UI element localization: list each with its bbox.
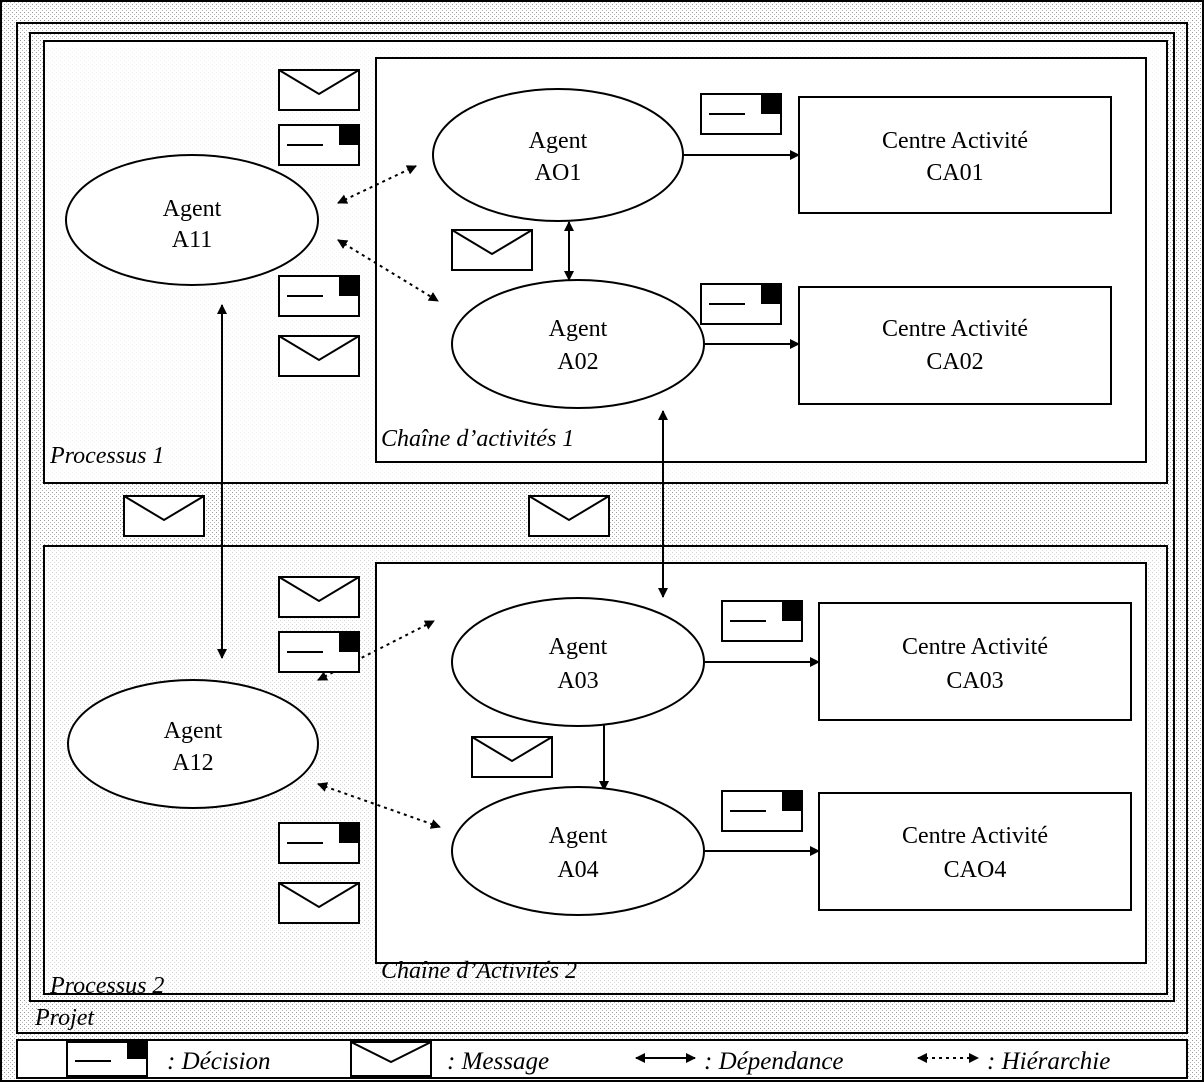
activity-center-cao4: Centre Activité CAO4 xyxy=(818,792,1132,911)
agent-a04-line2: A04 xyxy=(557,857,598,883)
activity-center-ca03: Centre Activité CA03 xyxy=(818,602,1132,721)
envelope-icon xyxy=(278,576,360,618)
activity-center-ca02-line1: Centre Activité xyxy=(882,316,1028,342)
envelope-icon xyxy=(278,69,360,111)
activity-arrows xyxy=(682,150,820,856)
decision-icon xyxy=(700,93,782,135)
agent-a03-line1: Agent xyxy=(549,634,608,660)
agent-a02-line2: A02 xyxy=(557,349,598,375)
agent-a11-line2: A11 xyxy=(172,227,212,253)
message-icons xyxy=(123,69,610,924)
agent-a02-line1: Agent xyxy=(549,316,608,342)
decision-icons xyxy=(278,93,803,864)
decision-icon xyxy=(278,275,360,317)
activity-center-ca03-line2: CA03 xyxy=(946,668,1003,694)
envelope-icon xyxy=(278,882,360,924)
decision-icon xyxy=(721,790,803,832)
process-2-label: Processus 2 xyxy=(49,973,164,999)
legend-decision-label: : Décision xyxy=(167,1048,270,1075)
agent-a04: Agent A04 xyxy=(451,786,705,916)
agent-ao1: Agent AO1 xyxy=(432,88,684,222)
legend-dependance-label: : Dépendance xyxy=(704,1048,844,1075)
legend-envelope-icon xyxy=(350,1041,432,1077)
legend-decision-icon xyxy=(66,1041,148,1077)
agent-a11: Agent A11 xyxy=(65,154,319,286)
agent-a03: Agent A03 xyxy=(451,597,705,727)
agent-ao1-line2: AO1 xyxy=(535,160,582,186)
process-1-label: Processus 1 xyxy=(49,443,164,469)
agent-a12: Agent A12 xyxy=(67,679,319,809)
decision-icon xyxy=(700,283,782,325)
agent-a02: Agent A02 xyxy=(451,279,705,409)
activity-center-ca02: Centre Activité CA02 xyxy=(798,286,1112,405)
project-label: Projet xyxy=(34,1005,95,1031)
agent-a04-line1: Agent xyxy=(549,823,608,849)
agent-a12-line1: Agent xyxy=(164,718,223,744)
legend: : Décision : Message : Dépendance : Hiér… xyxy=(16,1039,1188,1079)
legend-message-label: : Message xyxy=(447,1048,549,1075)
agent-a03-line2: A03 xyxy=(557,668,598,694)
legend-hierarchie-label: : Hiérarchie xyxy=(987,1048,1110,1075)
decision-icon xyxy=(721,600,803,642)
decision-icon xyxy=(278,124,360,166)
activity-center-ca01-line2: CA01 xyxy=(926,160,983,186)
activity-center-cao4-line1: Centre Activité xyxy=(902,823,1048,849)
activity-center-cao4-line2: CAO4 xyxy=(944,857,1007,883)
activity-center-ca01-line1: Centre Activité xyxy=(882,128,1028,154)
chain-1-label: Chaîne d’activités 1 xyxy=(381,426,574,452)
envelope-icon xyxy=(451,229,533,271)
activity-center-ca01: Centre Activité CA01 xyxy=(798,96,1112,214)
activity-center-ca02-line2: CA02 xyxy=(926,349,983,375)
envelope-icon xyxy=(123,495,205,537)
envelope-icon xyxy=(528,495,610,537)
decision-icon xyxy=(278,822,360,864)
activity-center-ca03-line1: Centre Activité xyxy=(902,634,1048,660)
envelope-icon xyxy=(278,335,360,377)
agent-a11-line1: Agent xyxy=(163,196,222,222)
hierarchy-arrow-a11-a02 xyxy=(337,239,439,302)
agent-a12-line2: A12 xyxy=(172,750,213,776)
chain-2-label: Chaîne d’Activités 2 xyxy=(381,958,577,984)
hierarchy-arrow-a11-ao1 xyxy=(337,165,417,204)
process-2-frame xyxy=(43,545,1168,995)
hierarchy-arrow-a12-a04 xyxy=(317,782,441,829)
agent-ao1-line1: Agent xyxy=(529,128,588,154)
decision-icon xyxy=(278,631,360,673)
envelope-icon xyxy=(471,736,553,778)
